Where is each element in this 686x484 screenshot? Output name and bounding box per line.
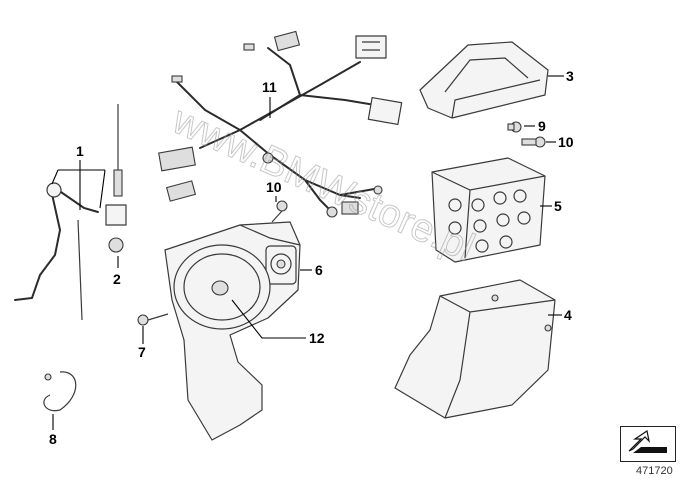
arrow-icon [628, 430, 667, 453]
part-clamp [43, 371, 77, 412]
direction-arrow-box[interactable] [620, 426, 676, 462]
part-clip [507, 121, 522, 133]
leader-lines [51, 75, 564, 430]
part-wiring-harness [158, 30, 403, 218]
callout-8: 8 [49, 431, 57, 447]
callout-7: 7 [138, 344, 146, 360]
part-screw-speaker [271, 200, 288, 223]
callout-5: 5 [554, 198, 562, 214]
reference-number: 471720 [636, 465, 673, 477]
callout-12: 12 [309, 330, 325, 346]
part-antenna [14, 104, 127, 321]
part-screw-left [137, 313, 169, 326]
callout-10-right: 10 [558, 134, 574, 150]
callout-1: 1 [76, 143, 84, 159]
callout-11: 11 [262, 79, 277, 95]
part-bracket [394, 279, 556, 419]
callouts: 1 2 3 4 5 6 7 8 9 10 10 11 12 [49, 68, 574, 447]
callout-4: 4 [564, 307, 572, 323]
part-cover [419, 41, 549, 119]
callout-10-left: 10 [266, 179, 282, 195]
callout-6: 6 [315, 262, 323, 278]
callout-3: 3 [566, 68, 574, 84]
callout-9: 9 [538, 118, 546, 134]
part-holder [431, 157, 546, 263]
part-screw-right [521, 136, 546, 148]
part-speaker [173, 244, 271, 330]
callout-2: 2 [113, 271, 121, 287]
